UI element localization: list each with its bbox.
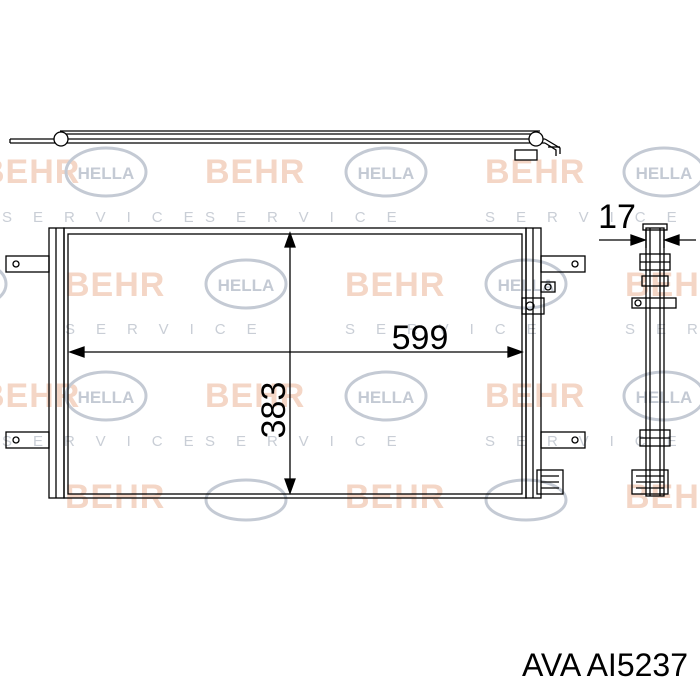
watermark-row-2: BEHR HELLA BEHR HELLA BEHR <box>0 258 700 310</box>
svg-text:SERVICE: SERVICE <box>485 209 698 226</box>
svg-text:BEHR: BEHR <box>0 153 80 191</box>
side-view <box>631 223 677 497</box>
watermark-row-4: BEHR BEHR BEHR <box>65 478 700 522</box>
svg-text:HELLA: HELLA <box>78 388 135 407</box>
svg-text:HELLA: HELLA <box>358 164 415 183</box>
watermark-service-row-1: SERVICE SERVICE SERVICE <box>2 209 698 226</box>
dimension-lines <box>68 231 524 495</box>
svg-text:BEHR: BEHR <box>205 153 305 191</box>
part-caption: AVA AI5237 <box>522 647 688 684</box>
top-view-rail <box>9 130 561 161</box>
svg-text:HELLA: HELLA <box>218 276 275 295</box>
svg-text:SERVICE: SERVICE <box>2 209 215 226</box>
svg-text:HELLA: HELLA <box>78 164 135 183</box>
svg-text:SERVICE: SERVICE <box>2 433 215 450</box>
width-dimension-label: 599 <box>392 319 449 357</box>
svg-text:HELLA: HELLA <box>636 164 693 183</box>
watermark-row-1: BEHR HELLA BEHR HELLA BEHR HELLA <box>0 146 700 198</box>
depth-dimension <box>599 230 696 248</box>
svg-text:BEHR: BEHR <box>65 478 165 516</box>
svg-text:SERVICE: SERVICE <box>345 321 558 338</box>
svg-text:HELLA: HELLA <box>358 388 415 407</box>
svg-text:SERVICE: SERVICE <box>205 433 418 450</box>
watermark-service-row-3: SERVICE SERVICE SERVICE <box>2 433 698 450</box>
svg-text:SERVICE: SERVICE <box>485 433 698 450</box>
svg-text:SERVICE: SERVICE <box>65 321 278 338</box>
brand-label: AVA <box>521 647 580 683</box>
depth-dimension-label: 17 <box>598 198 636 236</box>
svg-text:BEHR: BEHR <box>345 478 445 516</box>
svg-text:SERVICE: SERVICE <box>205 209 418 226</box>
watermark-layer: BEHR HELLA BEHR HELLA BEHR HELLA SERVICE… <box>0 146 700 522</box>
svg-text:SERVICE: SERVICE <box>625 321 700 338</box>
svg-text:BEHR: BEHR <box>625 478 700 516</box>
svg-text:BEHR: BEHR <box>205 377 305 415</box>
condenser-core <box>5 227 586 499</box>
watermark-row-3: BEHR HELLA BEHR HELLA BEHR HELLA <box>0 370 700 422</box>
part-number: AI5237 <box>586 647 688 683</box>
watermark-service-row-2: SERVICE SERVICE SERVICE <box>65 321 700 338</box>
svg-text:BEHR: BEHR <box>65 266 165 304</box>
height-dimension-label: 383 <box>255 382 293 439</box>
svg-text:BEHR: BEHR <box>485 377 585 415</box>
svg-text:BEHR: BEHR <box>345 266 445 304</box>
